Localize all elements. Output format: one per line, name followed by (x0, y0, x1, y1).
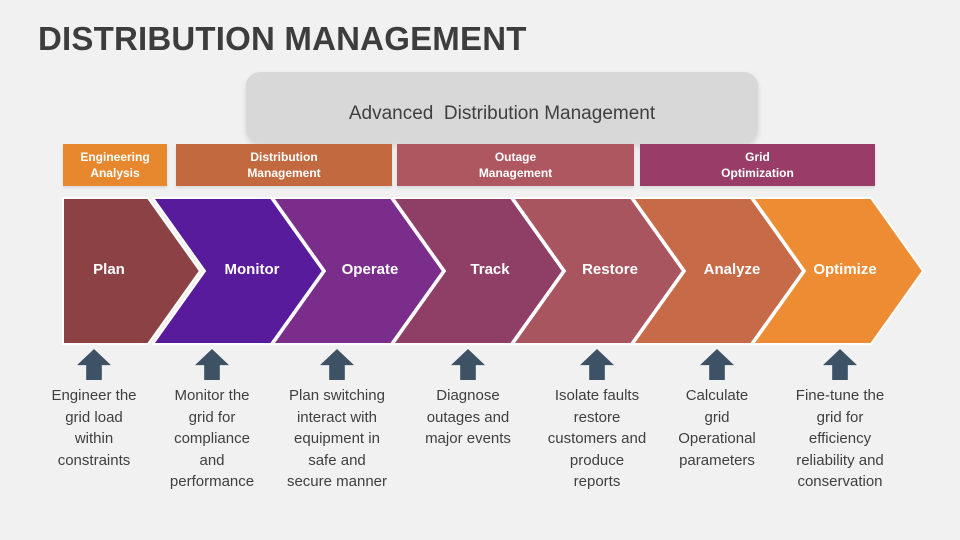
category-label: Outage Management (478, 150, 553, 180)
up-arrow-icon (451, 349, 485, 380)
up-arrow-icon (823, 349, 857, 380)
category-label: Distribution Management (247, 150, 321, 180)
step-description-plan: Engineer the grid load within constraint… (51, 387, 137, 469)
step-label-analyze: Analyze (703, 261, 761, 278)
category-label: Grid Optimization (721, 150, 794, 180)
up-arrow-icon (77, 349, 111, 380)
chevron-monitor-shape (151, 197, 325, 345)
up-arrow-icon (580, 349, 614, 380)
chevron-restore-shape (511, 197, 685, 345)
chevron-operate-shape (271, 197, 445, 345)
step-description-optimize: Fine-tune the grid for efficiency reliab… (795, 387, 885, 490)
process-chevron-band (62, 197, 925, 345)
up-arrow-icon (700, 349, 734, 380)
adm-banner: Advanced Distribution Management (246, 72, 758, 143)
up-arrow-icon (195, 349, 229, 380)
category-bar-grid-optimization: Grid Optimization (640, 144, 875, 186)
category-bar-distribution-management: Distribution Management (176, 144, 392, 186)
step-label-operate: Operate (341, 261, 399, 278)
up-arrow-icon (320, 349, 354, 380)
step-label-restore: Restore (582, 261, 638, 278)
step-description-monitor: Monitor the grid for compliance and perf… (169, 387, 255, 490)
chevron-optimize-shape (751, 197, 925, 345)
step-label-plan: Plan (93, 261, 125, 278)
step-description-track: Diagnose outages and major events (425, 387, 511, 447)
step-label-optimize: Optimize (813, 261, 877, 278)
step-description-restore: Isolate faults restore customers and pro… (547, 387, 647, 490)
step-description-analyze: Calculate grid Operational parameters (678, 387, 756, 469)
slide-title: DISTRIBUTION MANAGEMENT (38, 20, 527, 57)
step-description-operate: Plan switching interact with equipment i… (286, 387, 388, 490)
category-bar-engineering-analysis: Engineering Analysis (63, 144, 167, 186)
chevron-analyze-shape (631, 197, 805, 345)
chevron-plan-shape (62, 197, 202, 345)
adm-banner-label: Advanced Distribution Management (348, 102, 656, 124)
category-label: Engineering Analysis (80, 150, 150, 180)
step-label-track: Track (470, 261, 510, 278)
chevron-track-shape (391, 197, 565, 345)
step-label-monitor: Monitor (224, 261, 280, 278)
category-bar-outage-management: Outage Management (397, 144, 634, 186)
